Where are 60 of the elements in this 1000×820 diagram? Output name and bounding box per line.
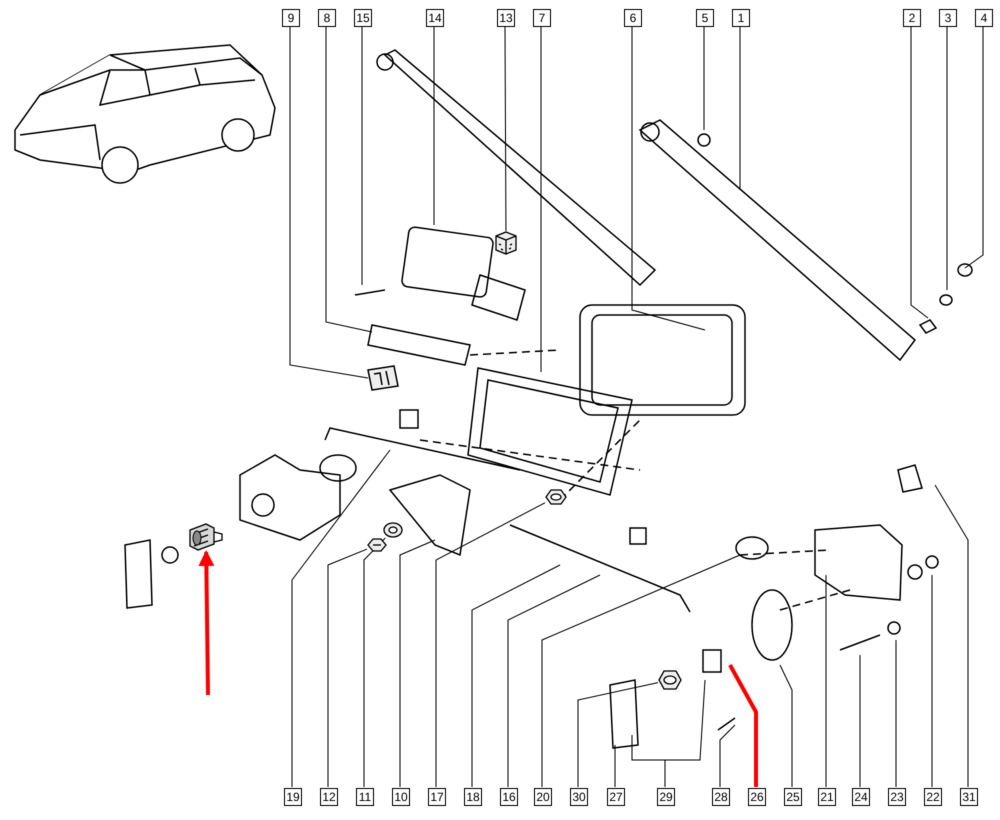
callout-number: 2 [903,9,921,27]
callout-number: 4 [975,9,993,27]
leader-line [472,564,560,788]
washer-drawing [383,522,403,538]
leader-line [540,26,542,372]
callout-number: 1 [732,9,750,27]
callout-number: 24 [852,788,870,806]
leader-line [400,540,436,788]
callout-number: 10 [392,788,410,806]
callout-number: 25 [784,788,802,806]
leader-line [578,682,658,788]
callout-number: 5 [696,9,714,27]
callout-number: 7 [533,9,551,27]
callout-number: 21 [818,788,836,806]
callout-number: 13 [497,9,515,27]
callout-number: 14 [426,9,444,27]
rubber-block-drawing [495,231,517,255]
callout-number: 8 [318,9,336,27]
leader-line [964,26,984,268]
callout-number: 6 [624,9,642,27]
callout-number: 22 [924,788,942,806]
leader-line [946,26,948,290]
callout-number: 29 [657,788,675,806]
leader-line [664,680,706,788]
nut-drawing [658,670,682,690]
highlight-arrow [198,550,214,696]
leader-line [728,664,758,787]
leader-line [290,26,368,378]
leader-line [364,538,386,788]
leader-line [780,664,792,788]
leader-line [504,26,506,232]
callout-number: 17 [428,788,446,806]
callout-number: 31 [960,788,978,806]
callout-number: 27 [607,788,625,806]
callout-number: 26 [748,788,766,806]
callout-number: 18 [464,788,482,806]
leader-line [436,502,546,788]
leader-line [508,574,600,788]
leader-line [632,26,706,330]
callout-number: 19 [284,788,302,806]
callout-number: 28 [712,788,730,806]
leader-line [326,26,372,332]
callout-number: 23 [888,788,906,806]
callout-number: 3 [939,9,957,27]
leader-line [292,450,390,788]
leader-line [614,744,616,788]
callout-number: 15 [354,9,372,27]
leader-line [910,26,928,318]
leader-line [328,548,368,788]
callout-number: 9 [282,9,300,27]
callout-number: 11 [356,788,374,806]
leader-line [934,484,968,788]
callout-number: 16 [500,788,518,806]
nut-drawing [545,489,567,505]
nut-drawing [367,537,387,553]
callout-number: 12 [320,788,338,806]
callout-number: 20 [534,788,552,806]
leader-line [720,724,736,788]
leader-line [542,554,740,788]
callout-number: 30 [570,788,588,806]
